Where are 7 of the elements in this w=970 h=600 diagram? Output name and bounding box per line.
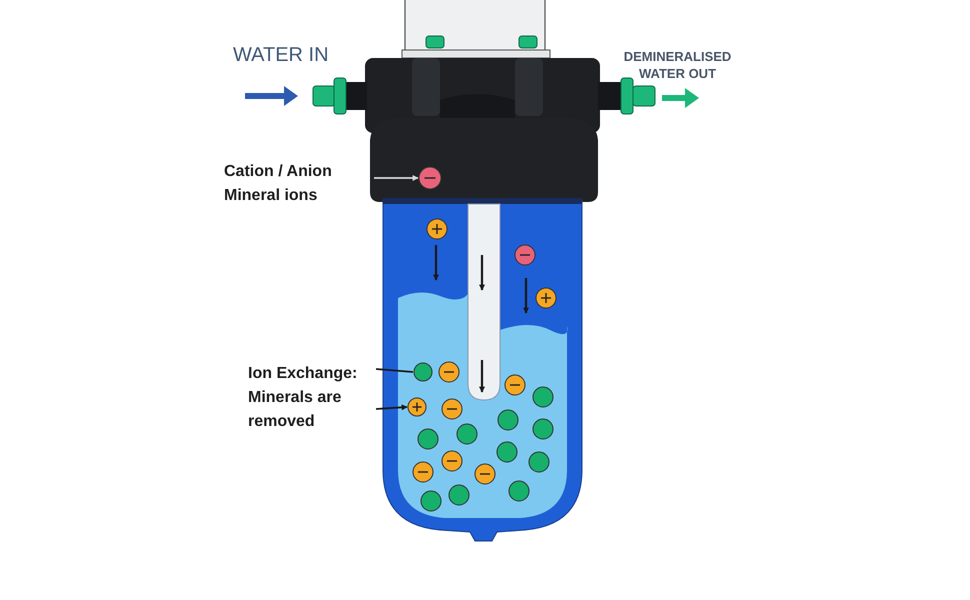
callout-text: Ion Exchange: Minerals are removed: [248, 364, 358, 432]
flow-label: WATER IN: [233, 44, 330, 67]
leader-line: [376, 368, 414, 373]
callout-text: Cation / Anion Mineral ions: [224, 162, 333, 206]
leader-arrow: [374, 175, 419, 181]
leader-arrow: [376, 404, 408, 410]
flow-label: DEMINERALISED WATER OUT: [622, 48, 732, 82]
